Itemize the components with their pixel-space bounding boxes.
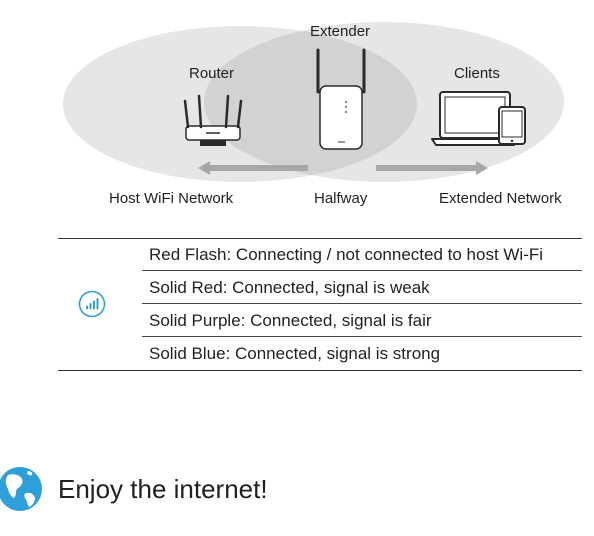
- row-text: Solid Red: Connected, signal is weak: [149, 278, 430, 297]
- row-divider: [142, 270, 582, 271]
- row-text: Solid Blue: Connected, signal is strong: [149, 344, 441, 363]
- phone-icon: [498, 106, 526, 145]
- row-divider: [142, 336, 582, 337]
- enjoy-heading: Enjoy the internet!: [58, 474, 268, 504]
- signal-icon: [78, 290, 106, 318]
- clients-label: Clients: [454, 65, 500, 82]
- arrow-left-icon: [198, 161, 308, 175]
- globe-icon: [0, 465, 44, 513]
- row-text: Solid Purple: Connected, signal is fair: [149, 311, 432, 330]
- laptop-icon: [431, 91, 519, 146]
- row-text: Red Flash: Connecting / not connected to…: [149, 245, 544, 264]
- router-icon: [183, 94, 243, 146]
- table-top-rule: [58, 238, 582, 239]
- network-diagram: Router Extender Clients Host WiFi Networ…: [0, 0, 594, 215]
- overlap-region: [204, 26, 417, 182]
- halfway-label: Halfway: [314, 190, 368, 207]
- extender-icon: [316, 48, 366, 150]
- diagram-graphics: [63, 22, 564, 182]
- enjoy-section: Enjoy the internet!: [0, 462, 594, 522]
- extended-network-label: Extended Network: [439, 190, 562, 207]
- router-label: Router: [189, 65, 235, 82]
- extender-label: Extender: [310, 23, 371, 40]
- row-divider: [142, 303, 582, 304]
- arrow-right-icon: [376, 161, 488, 175]
- host-network-label: Host WiFi Network: [109, 190, 234, 207]
- table-row: Solid Red: Connected, signal is weak: [142, 271, 582, 304]
- table-row: Red Flash: Connecting / not connected to…: [142, 238, 582, 271]
- table-bottom-rule: [58, 370, 582, 371]
- table-row: Solid Purple: Connected, signal is fair: [142, 304, 582, 337]
- table-row: Solid Blue: Connected, signal is strong: [142, 337, 582, 370]
